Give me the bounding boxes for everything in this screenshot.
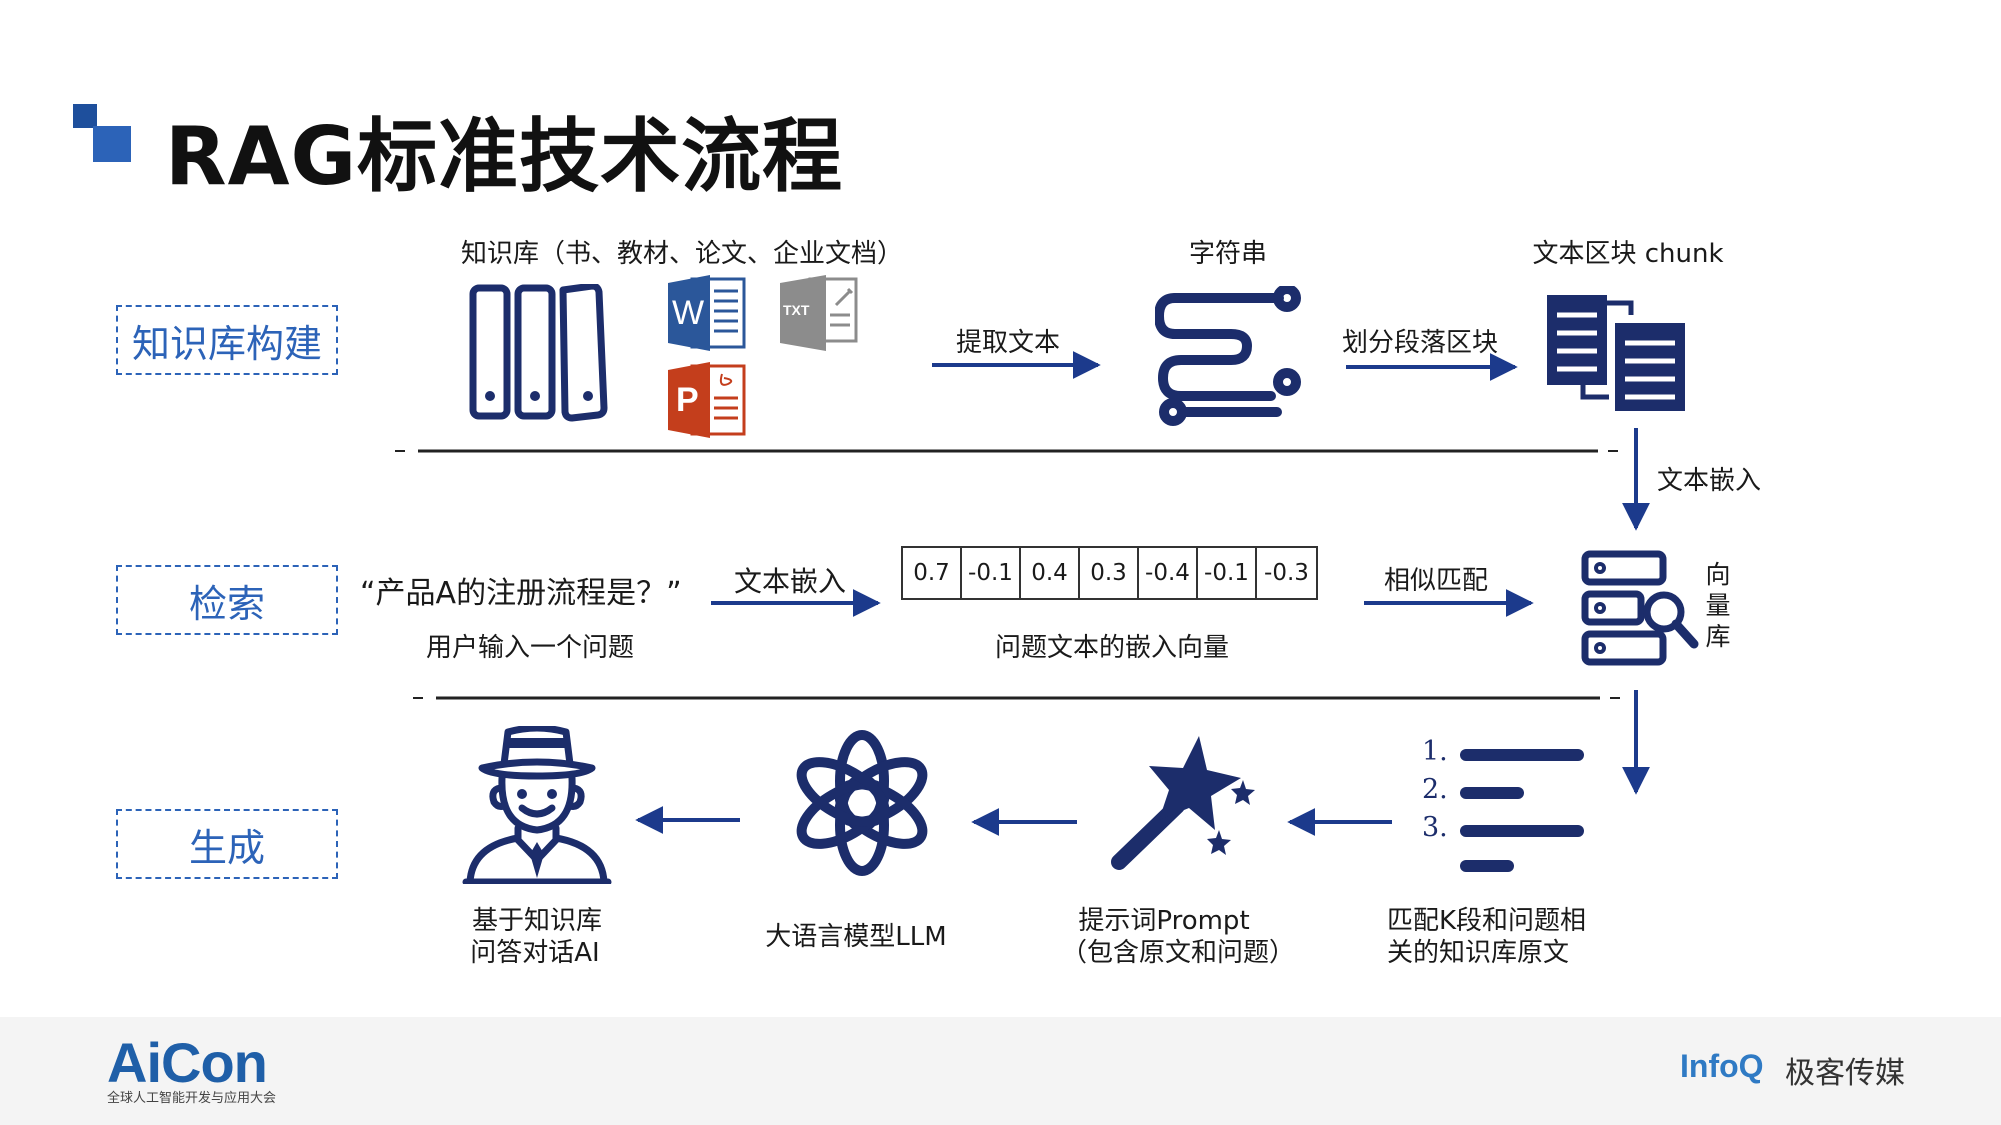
stage-build: 知识库构建 [116,305,338,375]
embed-label: 文本嵌入 [733,565,847,598]
magic-wand-icon [1107,734,1257,878]
vector-db-char: 量 [1705,591,1731,620]
embedding-vector: 0.7 -0.1 0.4 0.3 -0.4 -0.1 -0.3 [901,546,1318,600]
page-title: RAG标准技术流程 [165,110,844,203]
extract-label: 提取文本 [955,328,1061,358]
vector-db-label: 向 量 库 [1703,559,1733,652]
vector-cell: -0.3 [1264,560,1309,586]
vector-cell: 0.7 [903,548,962,598]
topk-label-line1: 匹配K段和问题相 [1387,906,1587,936]
infoq-logo: InfoQ [1680,1048,1764,1084]
chunk-icon [1543,293,1693,417]
footer-bar [0,1017,2001,1125]
assistant-avatar-icon [462,724,612,888]
list-number: 2. [1422,774,1448,805]
list-number: 3. [1422,812,1448,843]
ppt-icon: P [666,362,748,442]
llm-icon [787,728,937,882]
embed-down-label: 文本嵌入 [1657,466,1762,496]
ppt-letter: P [676,381,699,419]
user-query: “产品A的注册流程是？” [360,576,682,611]
word-icon: W [666,275,748,355]
vector-label: 问题文本的嵌入向量 [994,633,1230,663]
txt-icon: TXT [778,275,860,355]
kb-label: 知识库（书、教材、论文、企业文档） [460,239,904,269]
vector-cell: 0.4 [1021,548,1080,598]
split-label: 划分段落区块 [1341,328,1499,358]
string-label: 字符串 [1188,239,1268,269]
word-letter: W [672,294,705,332]
prompt-label-line2: （包含原文和问题） [1060,938,1296,968]
llm-label: 大语言模型LLM [765,922,947,952]
topk-label-line2: 关的知识库原文 [1387,938,1570,968]
vector-db-icon [1580,550,1700,672]
match-label: 相似匹配 [1383,566,1489,596]
geek-media-logo: 极客传媒 [1785,1056,1905,1091]
stage-generate: 生成 [116,809,338,879]
txt-letters: TXT [783,302,810,318]
vector-cell: -0.4 [1139,548,1198,598]
ai-label-line2: 问答对话AI [470,938,600,968]
chunk-label: 文本区块 chunk [1532,239,1724,269]
query-sub-label: 用户输入一个问题 [425,633,635,663]
aicon-subtitle: 全球人工智能开发与应用大会 [107,1091,277,1106]
string-icon [1154,284,1305,430]
prompt-label-line1: 提示词Prompt [1078,906,1250,936]
vector-db-char: 向 [1705,560,1731,589]
ai-label-line1: 基于知识库 [471,906,603,936]
aicon-logo: AiCon [107,1031,268,1094]
vector-cell: -0.1 [1198,548,1257,598]
list-number: 1. [1422,736,1448,767]
title-icon [73,104,135,162]
vector-cell: 0.3 [1080,548,1139,598]
stage-retrieve: 检索 [116,565,338,635]
vector-db-char: 库 [1705,622,1731,651]
binders-icon [468,282,608,428]
vector-cell: -0.1 [962,548,1021,598]
